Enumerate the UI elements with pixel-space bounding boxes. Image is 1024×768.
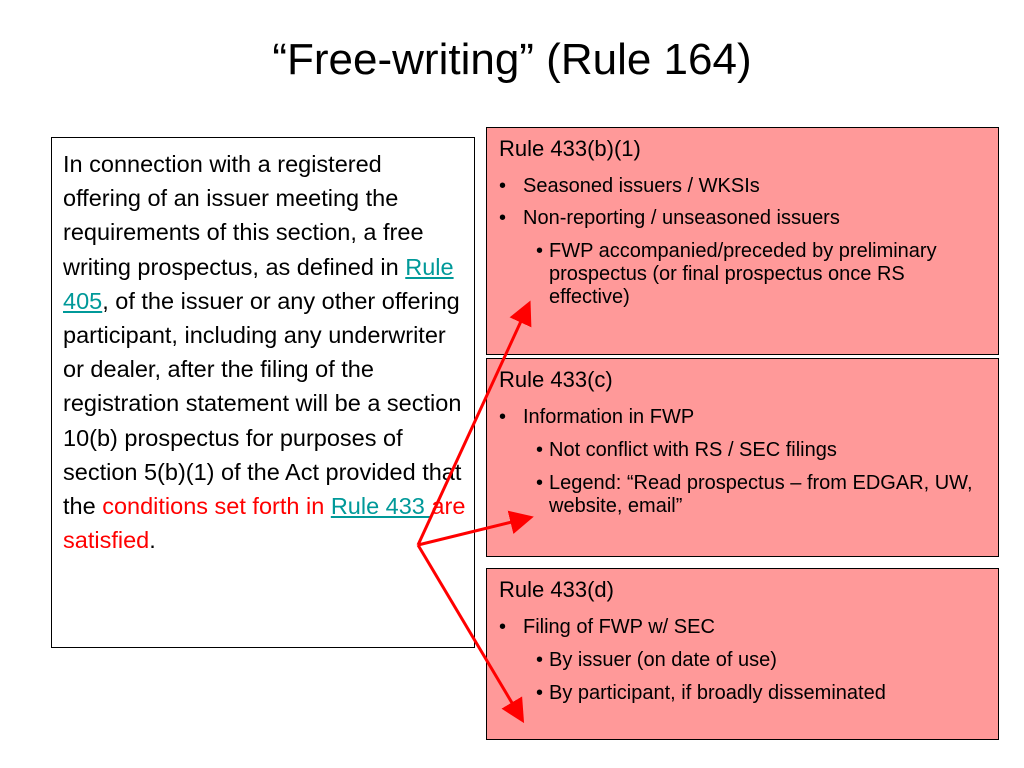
sub-list-item: •FWP accompanied/preceded by preliminary… <box>499 240 988 309</box>
bullet-icon: • <box>536 682 544 704</box>
bullet-icon: • <box>536 472 544 494</box>
rule-433-d-box: Rule 433(d) •Filing of FWP w/ SEC •By is… <box>486 568 999 740</box>
slide-title: “Free-writing” (Rule 164) <box>272 35 752 84</box>
sub-list-item: •By issuer (on date of use) <box>499 649 988 672</box>
sub-list-item-text: Legend: “Read prospectus – from EDGAR, U… <box>549 472 973 517</box>
list-item: • Seasoned issuers / WKSIs <box>499 174 988 198</box>
sub-list-item: •By participant, if broadly disseminated <box>499 682 988 705</box>
bullet-icon: • <box>536 649 544 671</box>
rule-433-c-box: Rule 433(c) •Information in FWP •Not con… <box>486 358 999 557</box>
bullet-icon: • <box>536 439 544 461</box>
bullet-icon: • <box>499 207 507 229</box>
sub-list-item-text: Not conflict with RS / SEC filings <box>549 439 837 461</box>
sub-list-item-text: By issuer (on date of use) <box>549 649 777 671</box>
period-text: . <box>149 527 156 554</box>
bullet-icon: • <box>499 616 507 638</box>
rule-405-link[interactable]: Rule 405 <box>63 253 454 314</box>
sub-list-item-text: FWP accompanied/preceded by preliminary … <box>549 240 937 308</box>
list-item: • Non-reporting / unseasoned issuers <box>499 206 988 230</box>
list-item-text: Non-reporting / unseasoned issuers <box>523 207 840 229</box>
bullet-icon: • <box>499 175 507 197</box>
sub-list-item-text: By participant, if broadly disseminated <box>549 682 886 704</box>
list-item-text: Filing of FWP w/ SEC <box>523 616 715 638</box>
bullet-icon: • <box>536 240 544 262</box>
list-item-text: Information in FWP <box>523 406 695 428</box>
rule-433-link[interactable]: Rule 433 <box>330 493 432 520</box>
sub-list-item: •Legend: “Read prospectus – from EDGAR, … <box>499 472 988 518</box>
bullet-icon: • <box>499 406 507 428</box>
sub-list-item: •Not conflict with RS / SEC filings <box>499 439 988 462</box>
list-item: • Filing of FWP w/ SEC <box>499 615 988 639</box>
box-heading: Rule 433(b)(1) <box>499 136 641 161</box>
conditions-text: conditions set forth in <box>102 493 331 520</box>
definition-text-continued: , of the issuer or any other offering pa… <box>63 287 462 520</box>
box-heading: Rule 433(d) <box>499 577 614 602</box>
list-item: • Information in FWP <box>499 405 988 429</box>
box-heading: Rule 433(c) <box>499 367 613 392</box>
list-item-text: Seasoned issuers / WKSIs <box>523 175 760 197</box>
definition-text: In connection with a registered offering… <box>63 151 424 280</box>
rule-164-text-box: In connection with a registered offering… <box>51 137 475 648</box>
rule-433-b1-box: Rule 433(b)(1) • Seasoned issuers / WKSIs… <box>486 127 999 355</box>
